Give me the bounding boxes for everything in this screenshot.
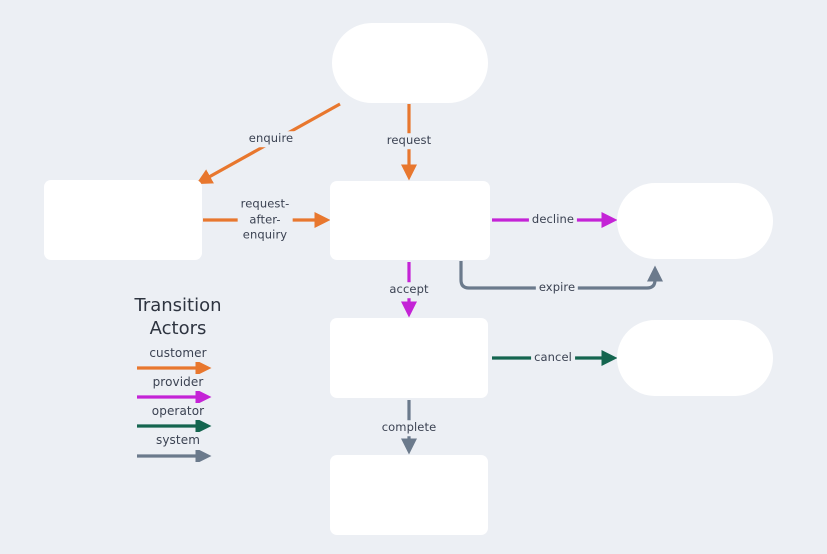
legend-title-line2: Actors xyxy=(149,318,207,340)
legend-item-operator: operator xyxy=(118,404,238,433)
legend-label-customer: customer xyxy=(149,345,207,360)
node-start[interactable] xyxy=(332,23,488,103)
node-requested[interactable] xyxy=(330,181,490,260)
edge-label-cancel: cancel xyxy=(531,350,575,366)
legend-item-system: system xyxy=(118,433,238,462)
legend-arrow-provider-icon xyxy=(137,391,212,404)
legend-label-provider: provider xyxy=(152,374,204,389)
edge-label-enquire: enquire xyxy=(245,131,297,147)
edge-label-accept: accept xyxy=(386,282,432,298)
node-cancelled[interactable] xyxy=(617,320,773,396)
legend-title: Transition Actors xyxy=(118,294,238,341)
node-completed[interactable] xyxy=(330,455,488,535)
node-enquiry[interactable] xyxy=(44,180,202,260)
edge-label-request-after-enquiry: request- after- enquiry xyxy=(237,196,293,244)
edge-label-complete: complete xyxy=(378,420,440,436)
edge-label-decline: decline xyxy=(528,212,578,228)
legend-arrow-system-icon xyxy=(137,449,212,462)
legend-title-line1: Transition xyxy=(134,295,222,316)
legend-label-system: system xyxy=(156,433,200,448)
legend-arrow-customer-icon xyxy=(137,361,212,374)
edge-label-expire: expire xyxy=(535,280,579,296)
edge-label-request: request xyxy=(383,133,435,149)
legend-item-customer: customer xyxy=(118,345,238,374)
node-declined[interactable] xyxy=(617,183,773,259)
legend-label-operator: operator xyxy=(151,404,205,419)
legend-item-provider: provider xyxy=(118,374,238,404)
node-accepted[interactable] xyxy=(330,318,488,398)
legend: Transition Actors customer provider xyxy=(118,294,238,462)
legend-arrow-operator-icon xyxy=(137,420,212,433)
